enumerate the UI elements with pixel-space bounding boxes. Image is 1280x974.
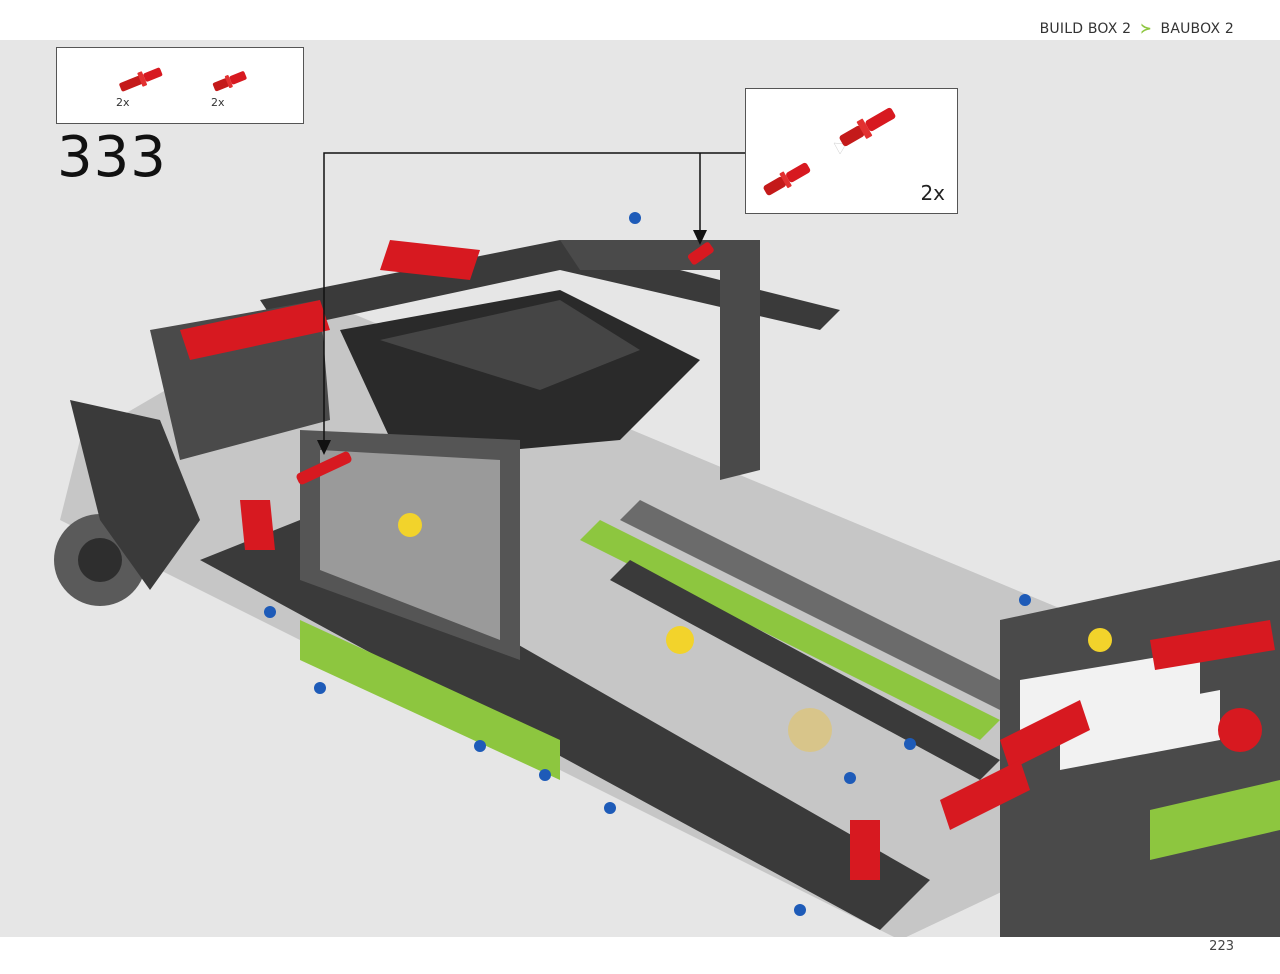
- chassis-illustration: [54, 212, 1280, 940]
- arrow-down-icon: [317, 440, 331, 455]
- page-footer: 223: [0, 937, 1280, 974]
- breadcrumb: BUILD BOX 2 ≻ BAUBOX 2: [1040, 21, 1234, 37]
- step-number: 333: [57, 125, 167, 190]
- subassembly-callout: 2x: [745, 88, 958, 214]
- red-friction-pin-icon: [119, 67, 163, 92]
- parts-list-icons: [119, 67, 247, 92]
- part-quantity: 2x: [116, 96, 130, 109]
- page-header: BUILD BOX 2 ≻ BAUBOX 2: [0, 0, 1280, 40]
- red-axle-pin-icon: [763, 162, 811, 196]
- arrow-down-icon: [693, 230, 707, 245]
- parts-list: 2x 2x: [56, 47, 304, 124]
- breadcrumb-build-box: BUILD BOX 2: [1039, 21, 1132, 37]
- breadcrumb-separator-icon: ≻: [1139, 21, 1152, 37]
- callout-pointer-lines: [323, 152, 745, 440]
- subassembly-quantity: 2x: [920, 181, 945, 205]
- page-number: 223: [1209, 939, 1234, 954]
- breadcrumb-baubox: BAUBOX 2: [1160, 21, 1234, 37]
- part-quantity: 2x: [211, 96, 225, 109]
- red-friction-pin-icon: [839, 107, 896, 147]
- red-pin-insertion-left: [296, 451, 352, 485]
- subassembly-illustration: [763, 107, 896, 196]
- red-pin-insertion-right: [687, 242, 714, 265]
- red-axle-pin-icon: [212, 71, 247, 92]
- white-arrow-icon: [833, 142, 847, 155]
